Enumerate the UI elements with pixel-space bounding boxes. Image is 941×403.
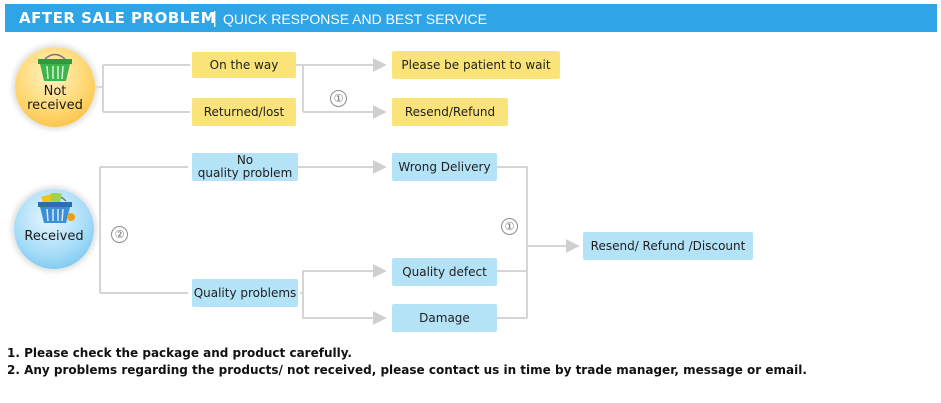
step-two-marker: ② <box>111 226 128 243</box>
header-separator: | <box>212 8 218 27</box>
step-one-marker-received: ① <box>501 218 518 235</box>
header-banner: AFTER SALE PROBLEM | QUICK RESPONSE AND … <box>5 4 937 32</box>
step-one-marker: ① <box>330 90 347 107</box>
note-line-2: 2. Any problems regarding the products/ … <box>7 363 807 377</box>
not-received-badge: Not received <box>15 47 95 127</box>
basket-icon <box>38 53 72 81</box>
box-returned-lost: Returned/lost <box>192 98 296 126</box>
connector-rc-split <box>99 166 188 294</box>
received-label: Received <box>24 229 84 244</box>
box-resend-refund-discount: Resend/ Refund /Discount <box>583 232 753 260</box>
box-on-the-way: On the way <box>192 52 296 78</box>
box-quality-problems: Quality problems <box>192 279 298 307</box>
box-wrong-delivery: Wrong Delivery <box>392 153 497 181</box>
note-line-1: 1. Please check the package and product … <box>7 346 352 360</box>
not-received-label: Not received <box>27 84 83 113</box>
box-damage: Damage <box>392 304 497 332</box>
received-badge: Received <box>14 189 94 269</box>
notes: 1. Please check the package and product … <box>7 345 807 379</box>
header-subtitle: QUICK RESPONSE AND BEST SERVICE <box>223 11 488 27</box>
connector-merge <box>497 166 577 319</box>
connector-quality-split <box>300 270 385 318</box>
basket-icon <box>38 193 75 223</box>
box-quality-defect: Quality defect <box>392 258 497 286</box>
header-title: AFTER SALE PROBLEM <box>19 9 217 27</box>
connector-nr-split <box>95 64 190 113</box>
box-please-be-patient: Please be patient to wait <box>392 51 560 79</box>
box-resend-refund: Resend/Refund <box>392 98 508 126</box>
box-no-quality-problem: No quality problem <box>192 153 298 181</box>
